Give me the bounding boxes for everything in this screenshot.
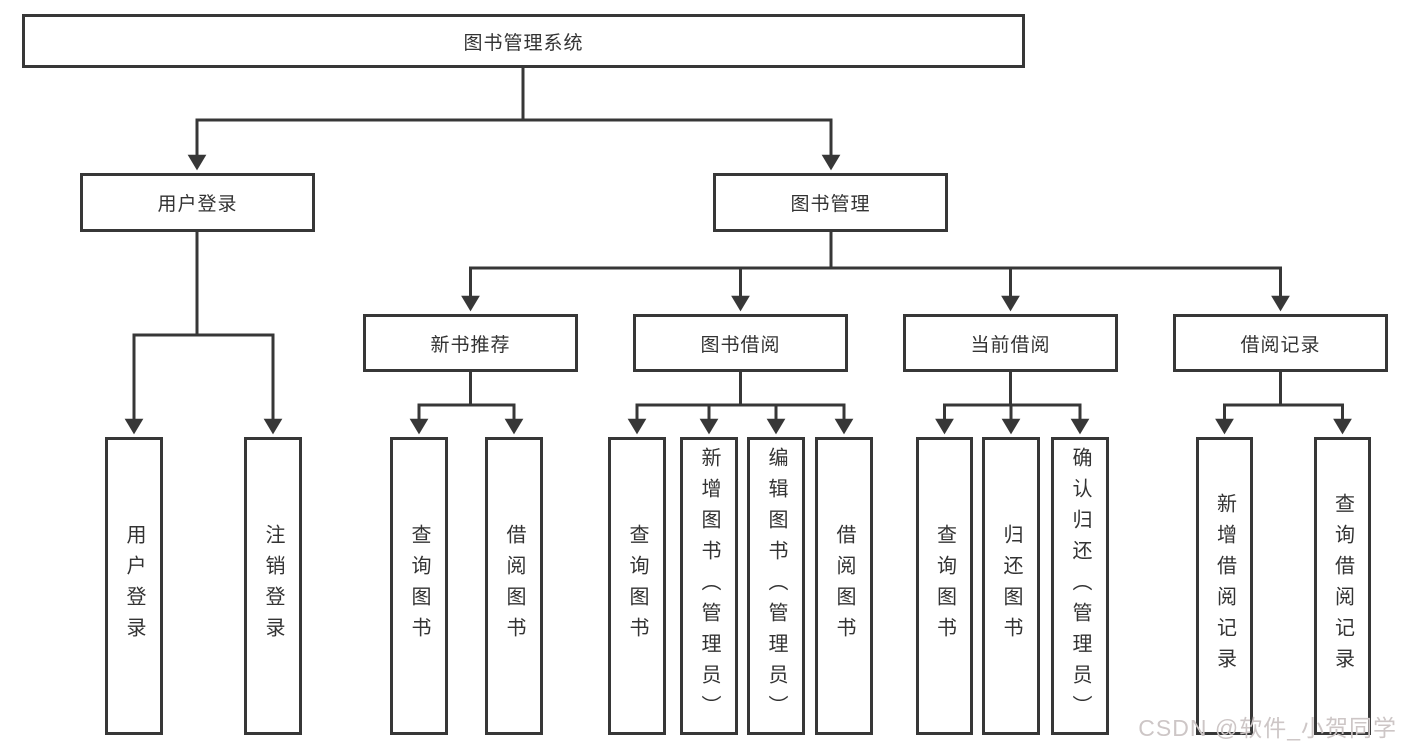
leaf-label: 查询图书 — [626, 524, 648, 648]
leaf-label: 新增图书（管理员） — [698, 446, 720, 726]
leaf-label: 借阅图书 — [833, 524, 855, 648]
leaf-label: 查询图书 — [933, 524, 956, 648]
leaf-label: 新增借阅记录 — [1213, 493, 1236, 679]
node-book-borrow-label: 图书借阅 — [700, 334, 781, 356]
leaf-node-add-borrow-record: 新增借阅记录 — [1196, 437, 1253, 735]
node-book-management-label: 图书管理 — [790, 194, 871, 215]
node-current-borrow-label: 当前借阅 — [970, 334, 1051, 356]
leaf-node-confirm-return-admin: 确认归还（管理员） — [1051, 437, 1109, 735]
node-current-borrow: 当前借阅 — [903, 314, 1118, 372]
leaf-node-query-books-recommend: 查询图书 — [390, 437, 448, 735]
leaf-node-return-books: 归还图书 — [982, 437, 1040, 735]
node-book-management: 图书管理 — [713, 173, 948, 232]
node-user-login-label: 用户登录 — [157, 194, 238, 215]
node-borrow-records: 借阅记录 — [1173, 314, 1388, 372]
csdn-watermark: CSDN @软件_小贺同学 — [1138, 715, 1397, 741]
leaf-label: 确认归还（管理员） — [1069, 446, 1091, 726]
node-new-book-recommend-label: 新书推荐 — [430, 334, 511, 356]
leaf-node-add-books-admin: 新增图书（管理员） — [680, 437, 738, 735]
node-user-login: 用户登录 — [80, 173, 315, 232]
leaf-node-query-borrow-record: 查询借阅记录 — [1314, 437, 1371, 735]
node-new-book-recommend: 新书推荐 — [363, 314, 578, 372]
leaf-node-user-login: 用户登录 — [105, 437, 163, 735]
leaf-label: 借阅图书 — [503, 524, 525, 648]
node-root-label: 图书管理系统 — [463, 32, 584, 54]
leaf-label: 注销登录 — [262, 524, 284, 648]
leaf-label: 查询借阅记录 — [1331, 493, 1354, 679]
leaf-label: 用户登录 — [123, 524, 145, 648]
node-root: 图书管理系统 — [22, 14, 1025, 68]
leaf-node-query-books-current: 查询图书 — [916, 437, 973, 735]
leaf-label: 查询图书 — [408, 524, 430, 648]
node-borrow-records-label: 借阅记录 — [1240, 334, 1321, 356]
node-book-borrow: 图书借阅 — [633, 314, 848, 372]
leaf-node-borrow-books-recommend: 借阅图书 — [485, 437, 543, 735]
leaf-node-edit-books-admin: 编辑图书（管理员） — [747, 437, 805, 735]
leaf-node-borrow-books: 借阅图书 — [815, 437, 873, 735]
leaf-node-logout: 注销登录 — [244, 437, 302, 735]
leaf-label: 编辑图书（管理员） — [765, 446, 787, 726]
leaf-label: 归还图书 — [1000, 524, 1022, 648]
leaf-node-query-books-borrow: 查询图书 — [608, 437, 666, 735]
